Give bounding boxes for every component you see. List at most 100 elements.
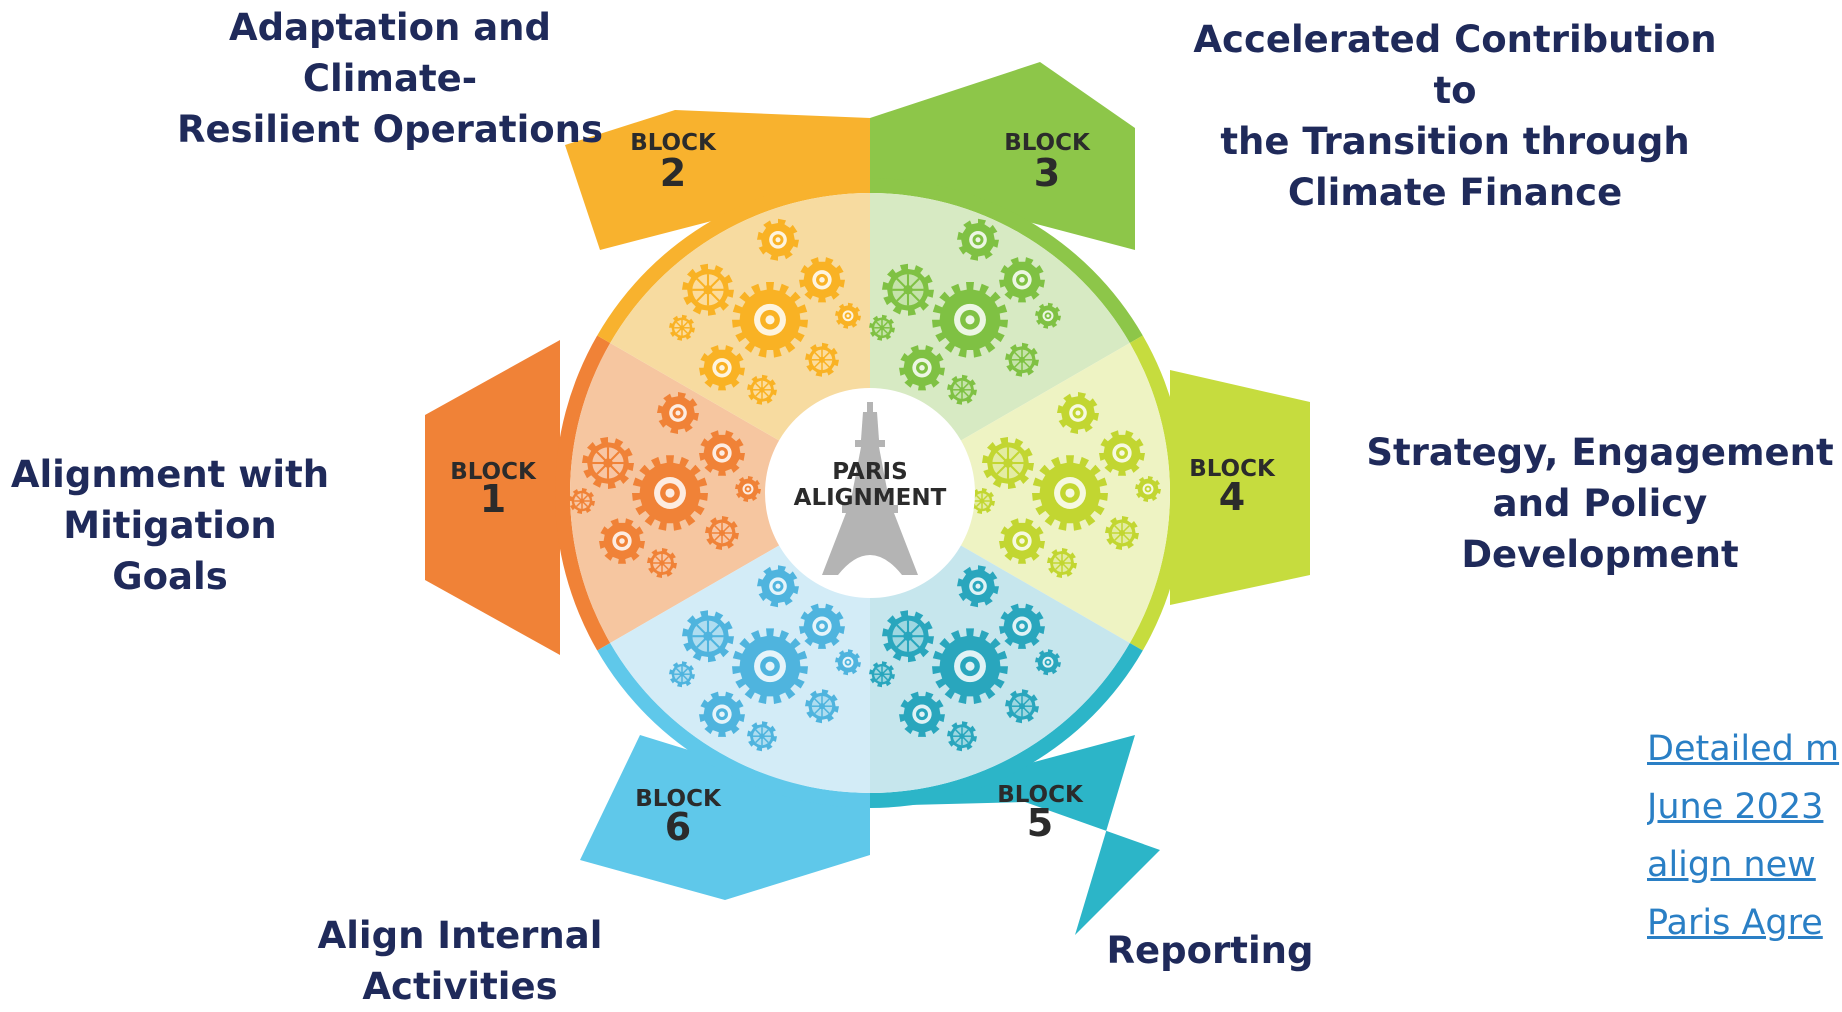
block-4-title: Strategy, Engagement and Policy Developm… (1355, 427, 1842, 580)
block-2-title-line: Resilient Operations (176, 108, 604, 151)
block-3-title-line: the Transition through (1220, 120, 1690, 163)
gear-icon (969, 488, 995, 514)
block-1-tab (425, 340, 560, 655)
block-6-gear-cluster-icon (669, 565, 861, 752)
block-3-tab-number: 3 (1034, 151, 1060, 195)
gear-icon (947, 374, 977, 405)
gear-icon (1135, 476, 1161, 502)
block-4-tab-number: 4 (1219, 475, 1245, 519)
block-1-title: Alignment with Mitigation Goals (0, 449, 340, 602)
block-6-title-line: Align Internal (317, 914, 603, 957)
block-3-title: Accelerated Contribution to the Transiti… (1170, 14, 1740, 218)
gear-icon (805, 689, 839, 724)
block-5-title: Reporting (1050, 925, 1370, 976)
block-6-tab-number: 6 (665, 805, 691, 849)
detailed-methodology-link[interactable]: Detailed m June 2023 align new Paris Agr… (1647, 720, 1842, 952)
gear-icon (582, 437, 634, 489)
link-line[interactable]: align new (1647, 845, 1816, 885)
link-line[interactable]: Paris Agre (1647, 903, 1823, 943)
block-2-title: Adaptation and Climate- Resilient Operat… (140, 2, 640, 155)
block-2-tab-number: 2 (660, 151, 686, 195)
block-5-tab-number: 5 (1027, 801, 1053, 845)
gear-icon (569, 488, 595, 514)
block-6-title-line: Activities (362, 965, 558, 1008)
gear-icon (757, 218, 799, 261)
link-line[interactable]: June 2023 (1647, 787, 1824, 827)
gear-icon (1032, 455, 1108, 531)
gear-icon (957, 218, 999, 261)
gear-icon (747, 721, 777, 752)
gear-icon (669, 314, 695, 341)
gear-icon (999, 518, 1045, 564)
gear-icon (705, 516, 739, 550)
gear-icon (699, 691, 745, 737)
block-4-title-line: Strategy, Engagement (1366, 431, 1834, 474)
block-2-gear-cluster-icon (669, 218, 861, 405)
block-6-tab-word: BLOCK (635, 786, 722, 812)
gear-icon (682, 263, 734, 316)
block-4-tab (1170, 370, 1310, 605)
center-hub: PARIS ALIGNMENT (765, 388, 975, 598)
block-2-tab-word: BLOCK (630, 130, 717, 156)
block-2-ring-arc (597, 178, 870, 343)
gear-icon (799, 257, 845, 303)
gear-icon (1035, 649, 1061, 676)
gear-icon (999, 257, 1045, 303)
gear-icon (735, 476, 761, 502)
block-6-title: Align Internal Activities (310, 910, 610, 1012)
block-5-gear-cluster-icon (869, 565, 1061, 752)
gear-icon (835, 649, 861, 676)
block-1-title-line: Alignment with (10, 453, 330, 496)
gear-clusters-layer (569, 218, 1161, 752)
gear-icon (669, 661, 695, 688)
gear-icon (869, 661, 895, 688)
gear-icon (747, 374, 777, 405)
block-5-tab (870, 735, 1160, 935)
block-5-title-line: Reporting (1106, 929, 1314, 972)
gear-icon (1035, 302, 1061, 329)
block-4-title-line: and Policy Development (1461, 482, 1739, 576)
gear-icon (1047, 548, 1077, 578)
gear-icon (1105, 516, 1139, 550)
gear-icon (899, 345, 945, 391)
gear-icon (757, 565, 799, 608)
block-3-tab-word: BLOCK (1004, 130, 1091, 156)
block-1-tab-word: BLOCK (450, 459, 537, 485)
block-3-title-line: Climate Finance (1287, 171, 1623, 214)
gear-icon (982, 437, 1034, 489)
block-1-ring-arc (555, 335, 611, 651)
gear-icon (599, 518, 645, 564)
gear-icon (869, 314, 895, 341)
block-2-tab (565, 110, 870, 250)
gear-icon (732, 628, 808, 704)
gear-icon (882, 610, 934, 663)
gear-icon (657, 392, 699, 434)
gear-icon (732, 282, 808, 358)
link-line[interactable]: Detailed m (1647, 729, 1840, 769)
block-1-title-line: Mitigation Goals (63, 504, 277, 598)
block-3-ring-arc (870, 178, 1143, 343)
block-5-tab-word: BLOCK (997, 782, 1084, 808)
outer-ring-layer (555, 178, 1185, 808)
block-3-tab (870, 62, 1135, 250)
gear-icon (805, 342, 839, 377)
gear-icon (899, 691, 945, 737)
block-4-ring-arc (1129, 335, 1185, 651)
gear-icon (932, 628, 1008, 704)
block-3-gear-cluster-icon (869, 218, 1061, 405)
gear-icon (947, 721, 977, 752)
block-6-tab (580, 735, 870, 900)
block-1-tab-number: 1 (480, 477, 506, 521)
gear-icon (647, 548, 677, 578)
gear-icon (999, 603, 1045, 649)
center-title-line1: PARIS (832, 459, 907, 485)
block-2-title-line: Adaptation and Climate- (228, 6, 552, 100)
block-1-gear-cluster-icon (569, 392, 761, 578)
gear-icon (1005, 689, 1039, 724)
center-title-line2: ALIGNMENT (794, 485, 947, 511)
gear-icon (957, 565, 999, 608)
gear-icon (835, 302, 861, 329)
block-5-ring-arc (870, 643, 1143, 808)
